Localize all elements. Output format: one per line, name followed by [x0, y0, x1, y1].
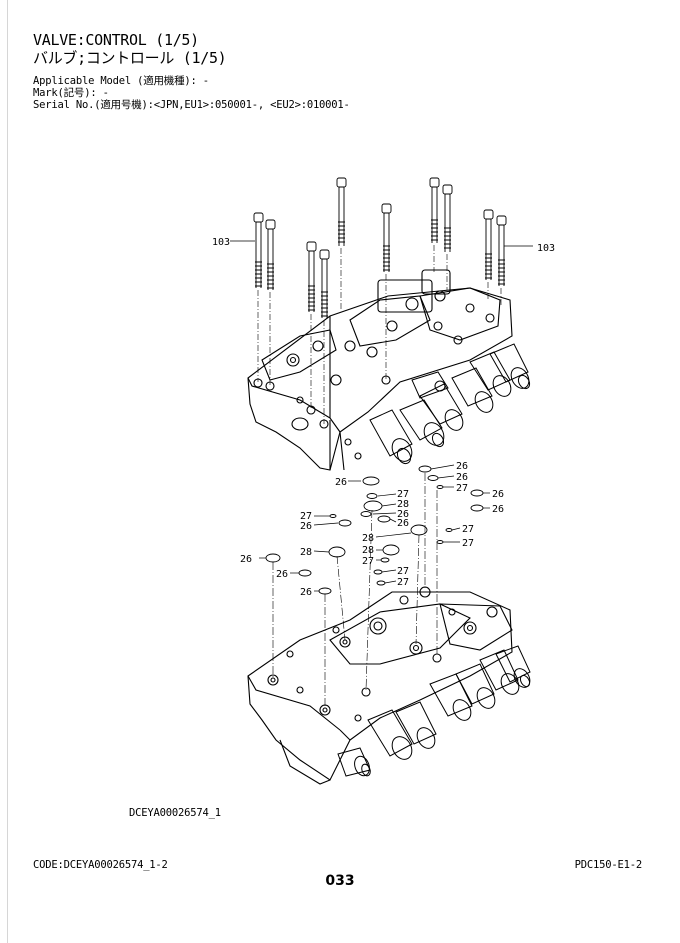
o-ring [362, 476, 380, 486]
callout-26: 26 [492, 489, 504, 500]
callout-leaders [259, 464, 490, 592]
illustration-id: DCEYA00026574_1 [129, 807, 221, 819]
callout-28: 28 [362, 533, 374, 544]
callout-27: 27 [462, 524, 474, 535]
bolt-group [253, 177, 507, 318]
o-ring-small [376, 580, 386, 586]
callout-27: 27 [397, 566, 409, 577]
upper-solenoids [369, 343, 531, 465]
o-ring [338, 519, 352, 527]
callout-103-right: 103 [537, 243, 555, 254]
bolt-centerlines [257, 245, 502, 424]
bolt [336, 177, 347, 246]
o-ring-small [436, 485, 444, 489]
callout-26: 26 [300, 587, 312, 598]
bolt [319, 249, 330, 318]
seal-centerlines [272, 473, 438, 708]
bolt [442, 184, 453, 252]
o-ring-small [436, 540, 444, 544]
upper-valve-body [247, 269, 513, 471]
o-ring-small [329, 514, 337, 518]
callout-26: 26 [240, 554, 252, 565]
callout-26: 26 [397, 509, 409, 520]
o-ring [377, 515, 391, 523]
o-ring [427, 475, 439, 481]
callout-26: 26 [276, 569, 288, 580]
callout-26: 26 [456, 461, 468, 472]
callout-27: 27 [462, 538, 474, 549]
bolt [265, 219, 276, 290]
callout-103-left: 103 [212, 237, 230, 248]
solenoid [369, 409, 413, 465]
solenoid [367, 709, 413, 760]
o-ring-small [373, 569, 383, 575]
footer-code: CODE:DCEYA00026574_1-2 [33, 859, 168, 871]
o-ring-large [382, 544, 400, 556]
callout-27: 27 [300, 511, 312, 522]
o-ring [298, 569, 312, 577]
mark: Mark(記号): - [33, 87, 109, 99]
o-ring [360, 511, 372, 517]
bolt [496, 215, 507, 286]
callout-26: 26 [300, 521, 312, 532]
solenoid [395, 701, 437, 749]
solenoid [495, 645, 531, 688]
callout-27: 27 [397, 489, 409, 500]
o-ring [265, 553, 281, 563]
bolt [253, 212, 264, 288]
lower-solenoids [337, 645, 531, 777]
o-ring-small [380, 557, 390, 563]
o-ring-large [328, 546, 346, 558]
solenoid [489, 343, 531, 390]
title-english: VALVE:CONTROL (1/5) [33, 31, 199, 49]
page-number: 033 [325, 873, 355, 889]
callout-28: 28 [362, 545, 374, 556]
upper-valve-assembly [230, 177, 533, 471]
o-ring-small [445, 528, 453, 532]
solenoid [455, 663, 496, 709]
callout-27: 27 [456, 483, 468, 494]
fitting-connector [337, 747, 371, 777]
solenoid [469, 351, 512, 397]
o-ring-large [410, 524, 428, 536]
fitting-connector [411, 371, 449, 399]
title-japanese: バルブ;コントロール (1/5) [33, 49, 227, 67]
solenoid [451, 367, 494, 413]
serial-number: Serial No.(適用号機):<JPN,EU1>:050001-, <EU2… [33, 99, 350, 111]
callout-27: 27 [397, 577, 409, 588]
callout-26: 26 [492, 504, 504, 515]
bolt [306, 241, 317, 312]
bolt [381, 203, 392, 272]
solenoid [419, 383, 464, 431]
o-ring [470, 504, 484, 512]
callout-27: 27 [362, 556, 374, 567]
seal-group [265, 465, 484, 595]
callout-26: 26 [335, 477, 347, 488]
bolt [483, 209, 494, 280]
callout-26: 26 [397, 518, 409, 529]
solenoid [479, 649, 520, 695]
footer-model: PDC150-E1-2 [574, 859, 643, 871]
page-left-rule [7, 0, 8, 943]
callout-labels: 103 103 26 27 28 26 26 27 26 26 26 27 26… [212, 237, 555, 598]
callout-28: 28 [397, 499, 409, 510]
solenoid [429, 673, 473, 721]
o-ring [470, 489, 484, 497]
applicable-model: Applicable Model (適用機種): - [33, 75, 209, 87]
callout-28: 28 [300, 547, 312, 558]
callout-26: 26 [456, 472, 468, 483]
o-ring-small [366, 493, 378, 499]
o-ring [418, 465, 432, 473]
o-ring [318, 587, 332, 595]
lower-valve-assembly [247, 586, 513, 785]
bolt [429, 177, 440, 243]
o-ring-large [363, 500, 383, 512]
solenoid [399, 399, 445, 448]
